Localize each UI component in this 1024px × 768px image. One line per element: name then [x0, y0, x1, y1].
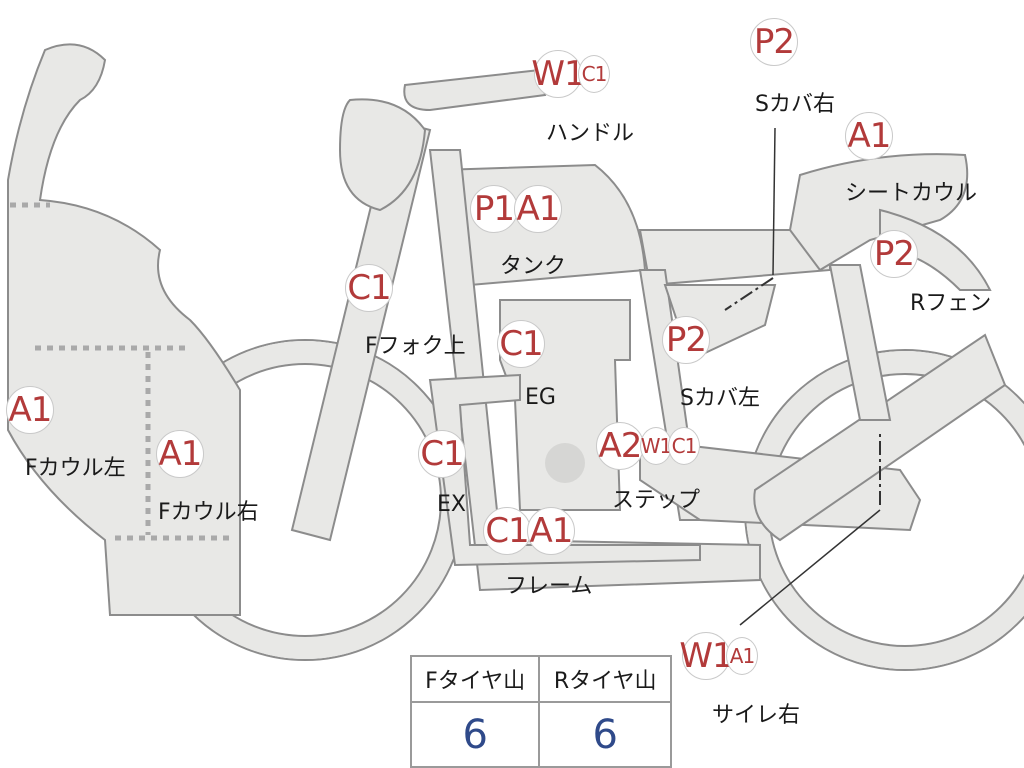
muffler-right-label: サイレ右 — [712, 703, 801, 728]
seat-cowl-tag[interactable]: A1 — [845, 112, 893, 160]
seat-cover-left-tag[interactable]: P2 — [662, 316, 710, 364]
handle-label: ハンドル — [546, 121, 635, 146]
front-cowl-left-code-a1: A1 — [6, 386, 54, 434]
step-code-a2: A2 — [596, 422, 644, 470]
handle-code-c1: C1 — [578, 55, 610, 93]
muffler-right-code-a1: A1 — [726, 637, 758, 675]
handle-code-w1: W1 — [531, 50, 586, 98]
front-fork-upper-tag[interactable]: C1 — [345, 264, 393, 312]
tank-code-p1: P1 — [470, 185, 518, 233]
engine-code-c1: C1 — [497, 320, 545, 368]
frame-shape — [428, 149, 761, 592]
front-cowl-right-label: Fカウル右 — [158, 500, 259, 525]
rear-tire-header: Rタイヤ山 — [538, 655, 672, 703]
rear-fender-tag[interactable]: P2 — [870, 230, 918, 278]
seat-cover-right-code-p2: P2 — [750, 18, 798, 66]
front-cowl-right-tag[interactable]: A1 — [156, 430, 204, 478]
rear-shock-shape — [828, 264, 892, 421]
seat-cover-left-code-p2: P2 — [662, 316, 710, 364]
exhaust-label: EX — [437, 492, 466, 517]
frame-label: フレーム — [505, 574, 593, 599]
muffler-right-leader — [739, 509, 881, 626]
seat-cowl-label: シートカウル — [845, 181, 978, 206]
frame-code-c1: C1 — [483, 507, 531, 555]
seat-cover-right-label: Sカバ右 — [755, 92, 835, 117]
rear-fender-code-p2: P2 — [870, 230, 918, 278]
front-cowl-right-code-a1: A1 — [156, 430, 204, 478]
headlight-shape — [338, 98, 427, 212]
seat-cover-right-leader — [772, 127, 776, 276]
front-cowl-shape — [7, 43, 241, 616]
tank-tag[interactable]: P1 A1 — [470, 185, 562, 233]
engine-tag[interactable]: C1 — [497, 320, 545, 368]
step-label: ステップ — [612, 488, 701, 513]
seat-cover-right-leader-dash — [724, 277, 774, 311]
engine-label: EG — [525, 385, 556, 410]
muffler-shape — [753, 333, 1007, 542]
tire-tread-table: Fタイヤ山 Rタイヤ山 6 6 — [409, 655, 672, 768]
front-fork-upper-label: Fフォク上 — [365, 334, 466, 359]
seat-cowl-code-a1: A1 — [845, 112, 893, 160]
tank-label: タンク — [500, 254, 567, 279]
handle-shape — [403, 68, 547, 112]
step-tag[interactable]: A2 W1 C1 — [596, 422, 700, 470]
front-cowl-left-label: Fカウル左 — [25, 456, 126, 481]
rear-fender-label: Rフェン — [910, 291, 992, 316]
frame-code-a1: A1 — [527, 507, 575, 555]
step-code-c1: C1 — [668, 427, 700, 465]
engine-cover-circle — [545, 443, 585, 483]
exhaust-code-c1: C1 — [418, 430, 466, 478]
seat-cover-right-tag[interactable]: P2 — [750, 18, 798, 66]
tank-code-a1: A1 — [514, 185, 562, 233]
front-cowl-left-tag[interactable]: A1 — [6, 386, 54, 434]
exhaust-shape — [428, 373, 701, 567]
step-code-w1: W1 — [640, 427, 672, 465]
exhaust-tag[interactable]: C1 — [418, 430, 466, 478]
front-tire-value[interactable]: 6 — [409, 701, 541, 768]
seat-cowl-shape — [788, 153, 969, 272]
rear-tire-value[interactable]: 6 — [538, 701, 672, 768]
muffler-right-code-w1: W1 — [679, 632, 734, 680]
seat-cover-left-label: Sカバ左 — [680, 386, 760, 411]
front-fork-upper-code-c1: C1 — [345, 264, 393, 312]
handle-tag[interactable]: W1 C1 — [531, 50, 610, 98]
muffler-right-tag[interactable]: W1 A1 — [679, 632, 758, 680]
frame-tag[interactable]: C1 A1 — [483, 507, 575, 555]
front-tire-header: Fタイヤ山 — [409, 655, 541, 703]
